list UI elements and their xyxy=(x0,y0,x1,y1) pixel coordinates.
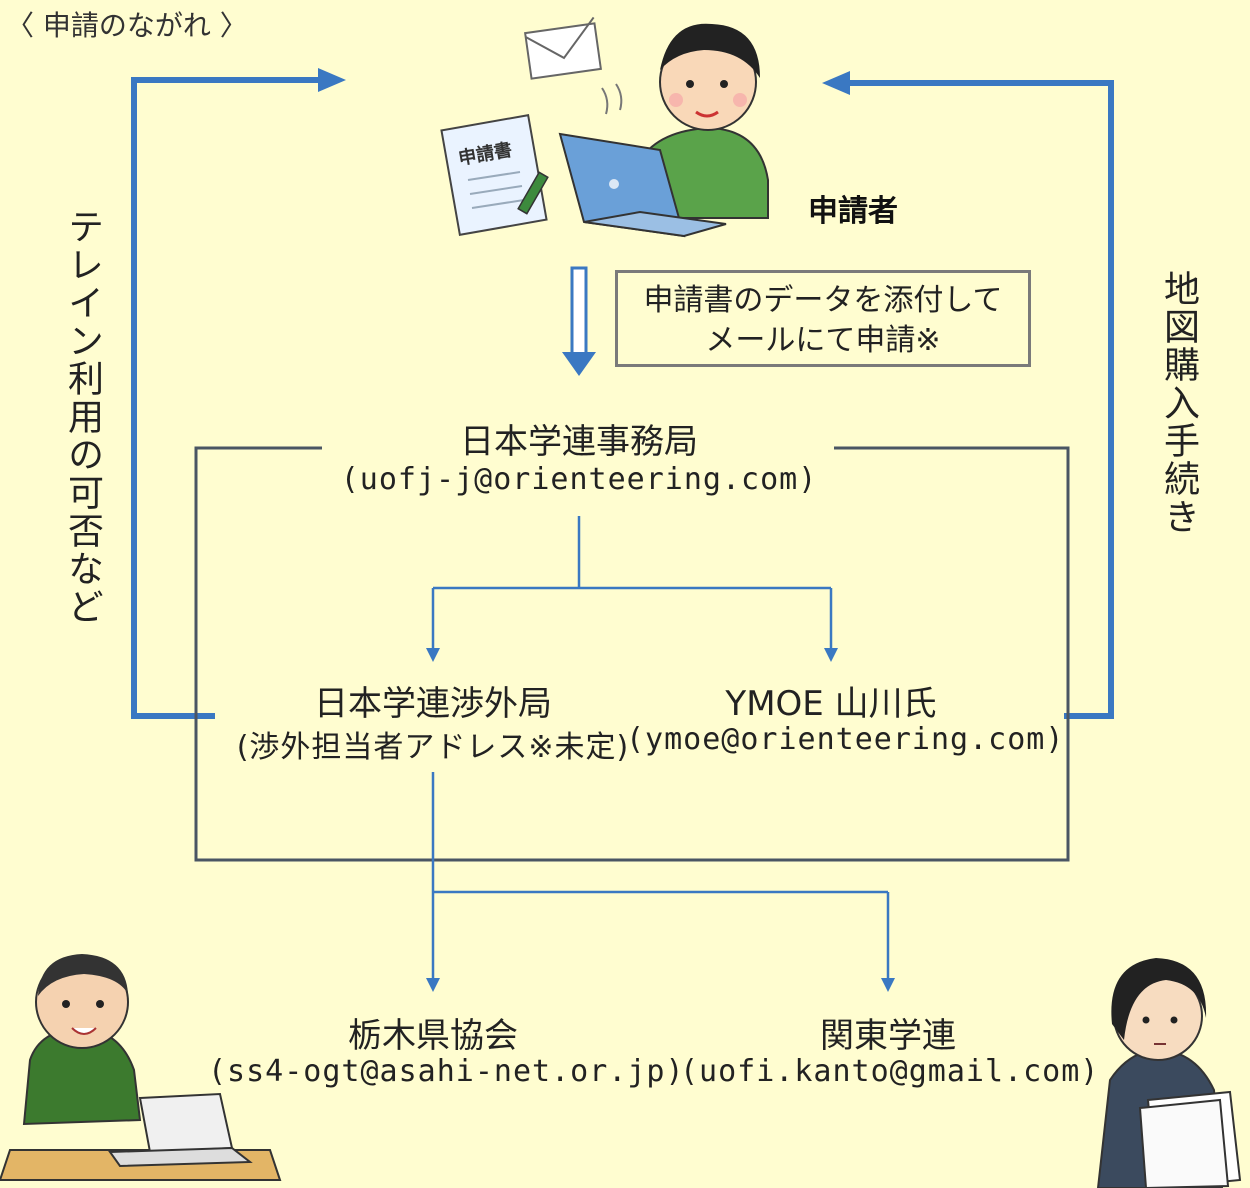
submit-arrow-head xyxy=(562,352,596,376)
external-affairs-email: (渉外担当者アドレス※未定) xyxy=(236,730,630,765)
arrow-to-kanto xyxy=(881,978,895,992)
right-return-arrow xyxy=(848,80,1114,719)
kanto-name: 関東学連 xyxy=(820,1016,956,1056)
arrow-to-tochigi xyxy=(426,978,440,992)
page-title: 〈 申請のながれ 〉 xyxy=(6,9,248,42)
external-affairs-name: 日本学連渉外局 xyxy=(314,684,552,724)
ymoe-email: (ymoe@orienteering.com) xyxy=(626,722,1065,757)
left-return-arrowhead xyxy=(318,68,346,92)
right-return-arrowhead xyxy=(822,71,850,95)
laptop-icon xyxy=(558,132,727,238)
headquarters-name: 日本学連事務局 xyxy=(460,422,698,462)
envelope-icon xyxy=(524,16,602,80)
submission-note-line1: 申請書のデータを添付して xyxy=(643,283,1003,318)
submit-arrow-shaft xyxy=(570,266,588,360)
elderly-man-icon xyxy=(0,954,282,1181)
right-return-label: 地図購入手続き xyxy=(1158,270,1199,536)
kanto-email: (uofi.kanto@gmail.com) xyxy=(680,1054,1100,1089)
office-frame xyxy=(194,446,1070,862)
woman-with-papers-icon xyxy=(1096,958,1242,1188)
ymoe-name: YMOE 山川氏 xyxy=(725,684,937,724)
applicant-label: 申請者 xyxy=(808,194,898,229)
tochigi-email: (ss4-ogt@asahi-net.or.jp) xyxy=(208,1054,685,1089)
application-form-icon xyxy=(440,114,549,236)
headquarters-email: (uofj-j@orienteering.com) xyxy=(340,462,818,497)
tochigi-name: 栃木県協会 xyxy=(348,1016,518,1056)
left-return-label: テレイン利用の可否など xyxy=(62,208,103,626)
left-return-arrow xyxy=(131,77,320,719)
submission-note: 申請書のデータを添付して メールにて申請※ xyxy=(615,270,1031,367)
submission-note-line2: メールにて申請※ xyxy=(705,323,941,358)
